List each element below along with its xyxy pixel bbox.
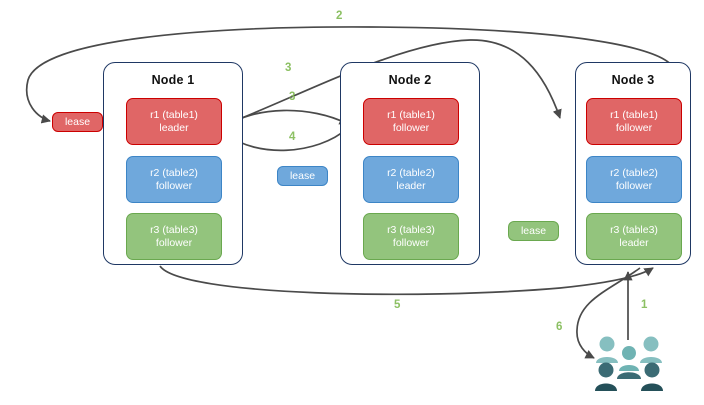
users-icon[interactable] — [593, 334, 665, 396]
replica-name: r3 (table3) — [387, 223, 435, 236]
lease-badge-r1[interactable]: lease — [52, 112, 103, 132]
lease-badge-r3[interactable]: lease — [508, 221, 559, 241]
replica-role: follower — [392, 121, 430, 134]
edge-label-step-2: 2 — [336, 10, 343, 22]
lease-label: lease — [520, 225, 547, 237]
edge-label-step-6: 6 — [556, 321, 563, 333]
edge-label-step-5: 5 — [394, 299, 401, 311]
replica-name: r3 (table3) — [150, 223, 198, 236]
replica-name: r2 (table2) — [150, 166, 198, 179]
node-title: Node 2 — [388, 73, 432, 87]
replica-name: r3 (table3) — [610, 223, 658, 236]
replica-role: leader — [619, 236, 649, 249]
replica-node3-r3[interactable]: r3 (table3) leader — [586, 213, 682, 260]
replica-role: leader — [396, 179, 426, 192]
edge-node1-to-node3-bottom — [159, 265, 654, 296]
node-title: Node 3 — [611, 73, 655, 87]
replica-node3-r2[interactable]: r2 (table2) follower — [586, 156, 682, 203]
edge-label-step-3-b: 3 — [289, 91, 296, 103]
replica-name: r2 (table2) — [387, 166, 435, 179]
replica-node2-r3[interactable]: r3 (table3) follower — [363, 213, 459, 260]
replica-role: follower — [392, 236, 430, 249]
replica-node1-r2[interactable]: r2 (table2) follower — [126, 156, 222, 203]
edge-label-step-1: 1 — [641, 299, 648, 311]
replica-role: follower — [615, 179, 653, 192]
replica-name: r1 (table1) — [150, 108, 198, 121]
replica-name: r2 (table2) — [610, 166, 658, 179]
node-node2[interactable]: Node 2 r1 (table1) follower r2 (table2) … — [340, 62, 480, 265]
replica-node2-r1[interactable]: r1 (table1) follower — [363, 98, 459, 145]
replica-node1-r3[interactable]: r3 (table3) follower — [126, 213, 222, 260]
replica-name: r1 (table1) — [610, 108, 658, 121]
node-title: Node 1 — [151, 73, 195, 87]
replica-node2-r2[interactable]: r2 (table2) leader — [363, 156, 459, 203]
node-node1[interactable]: Node 1 r1 (table1) leader r2 (table2) fo… — [103, 62, 243, 265]
replica-node3-r1[interactable]: r1 (table1) follower — [586, 98, 682, 145]
edge-label-step-4: 4 — [289, 131, 296, 143]
replica-role: follower — [155, 236, 193, 249]
replica-node1-r1[interactable]: r1 (table1) leader — [126, 98, 222, 145]
edge-node2-to-node1 — [227, 127, 349, 152]
lease-label: lease — [289, 170, 316, 182]
replica-role: follower — [615, 121, 653, 134]
replica-name: r1 (table1) — [387, 108, 435, 121]
lease-label: lease — [64, 116, 91, 128]
node-node3[interactable]: Node 3 r1 (table1) follower r2 (table2) … — [575, 62, 691, 265]
replica-role: leader — [159, 121, 189, 134]
lease-badge-r2[interactable]: lease — [277, 166, 328, 186]
edge-label-step-3-a: 3 — [285, 62, 292, 74]
replica-role: follower — [155, 179, 193, 192]
